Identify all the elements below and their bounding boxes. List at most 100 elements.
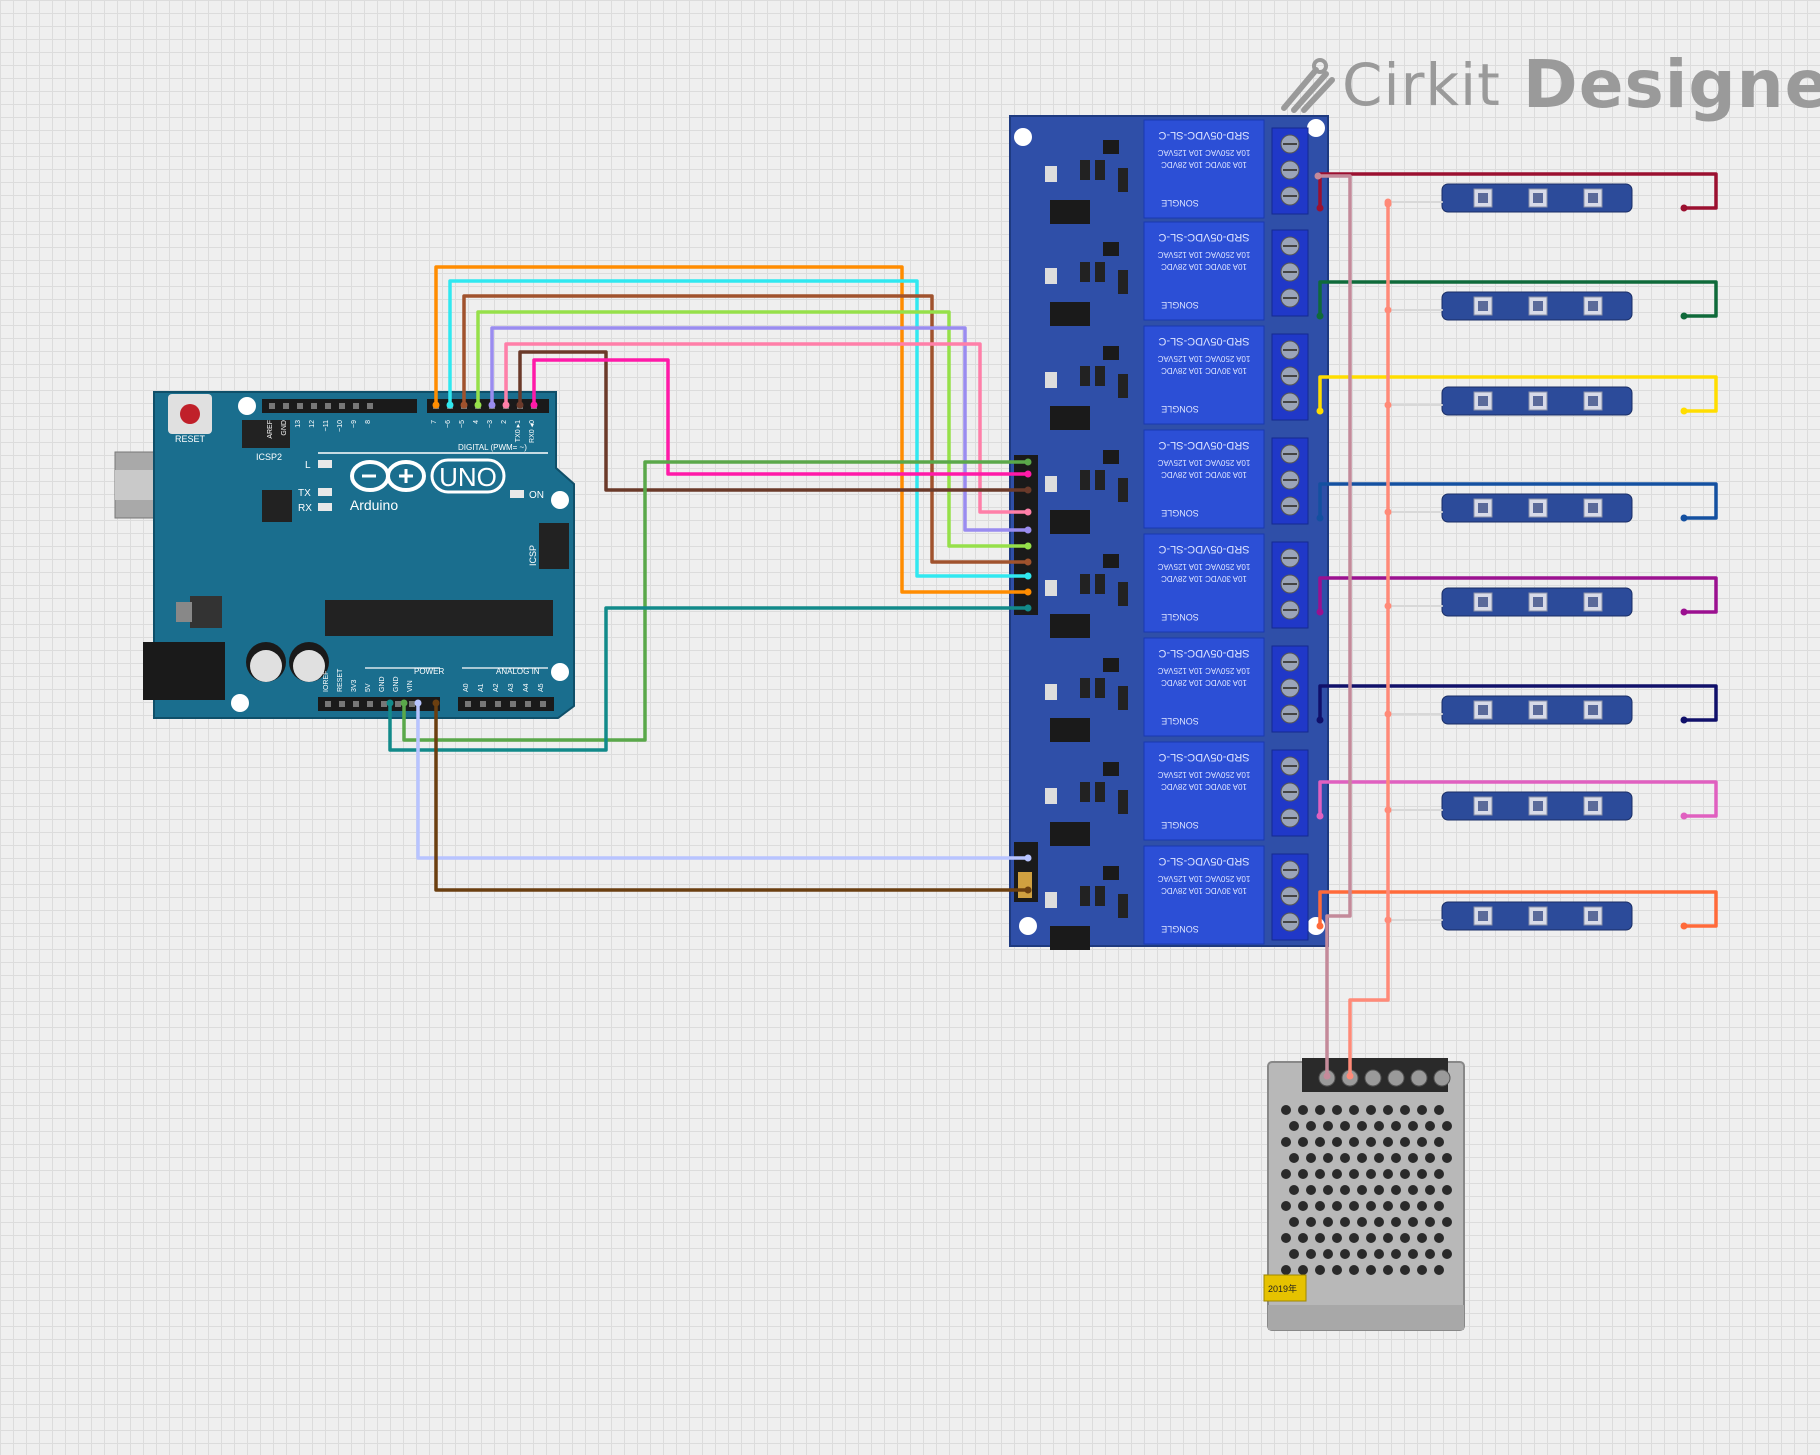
uno-label: UNO — [439, 462, 497, 492]
header-pin[interactable] — [367, 701, 373, 707]
vent-hole — [1425, 1121, 1435, 1131]
voltage-regulator — [190, 596, 222, 628]
psu-sticker-text: 2019年 — [1268, 1283, 1297, 1294]
header-pin[interactable] — [339, 701, 345, 707]
header-pin[interactable] — [510, 701, 516, 707]
junction — [1384, 916, 1392, 924]
vent-hole — [1298, 1201, 1308, 1211]
vent-hole — [1340, 1249, 1350, 1259]
relay-brand: SONGLE — [1161, 508, 1199, 518]
vent-hole — [1400, 1105, 1410, 1115]
analog-label: ANALOG IN — [496, 667, 540, 676]
optocoupler — [1050, 822, 1090, 846]
wire-endpoint — [1024, 886, 1032, 894]
relay-rating-1: 10A 250VAC 10A 125VAC — [1157, 250, 1250, 259]
header-pin[interactable] — [311, 403, 317, 409]
pin-label: RESET — [337, 668, 344, 692]
vent-hole — [1315, 1265, 1325, 1275]
header-pin[interactable] — [339, 403, 345, 409]
header-pin[interactable] — [495, 701, 501, 707]
header-pin[interactable] — [269, 403, 275, 409]
vent-hole — [1417, 1233, 1427, 1243]
psu-terminal-screw-icon[interactable] — [1433, 1069, 1451, 1087]
relay-model: SRD-05VDC-SL-C — [1158, 647, 1249, 659]
vent-hole — [1340, 1217, 1350, 1227]
reset-button-cap[interactable] — [180, 404, 200, 424]
vent-hole — [1383, 1105, 1393, 1115]
header-pin[interactable] — [283, 403, 289, 409]
optocoupler — [1050, 926, 1090, 950]
regulator-tab — [176, 602, 192, 622]
vent-hole — [1434, 1265, 1444, 1275]
pin-label: VIN — [407, 680, 414, 692]
header-pin[interactable] — [325, 701, 331, 707]
vent-hole — [1391, 1121, 1401, 1131]
header-pin[interactable] — [525, 701, 531, 707]
pin-label: ~9 — [351, 420, 358, 428]
header-pin[interactable] — [297, 403, 303, 409]
header-pin[interactable] — [325, 403, 331, 409]
relay-model: SRD-05VDC-SL-C — [1158, 543, 1249, 555]
vent-hole — [1357, 1153, 1367, 1163]
wire-endpoint — [1024, 604, 1032, 612]
capacitor-top — [250, 650, 282, 682]
relay-brand: SONGLE — [1161, 198, 1199, 208]
signal-wire — [532, 358, 1030, 476]
mounting-hole — [1014, 128, 1032, 146]
power-label: POWER — [414, 667, 444, 676]
rx-label: RX — [298, 503, 312, 514]
wire-endpoint — [1024, 572, 1032, 580]
optocoupler — [1050, 718, 1090, 742]
led-chip-die — [1533, 705, 1543, 715]
vent-hole — [1425, 1249, 1435, 1259]
header-pin[interactable] — [381, 701, 387, 707]
relay-rating-1: 10A 250VAC 10A 125VAC — [1157, 354, 1250, 363]
vent-hole — [1281, 1169, 1291, 1179]
relay-model: SRD-05VDC-SL-C — [1158, 439, 1249, 451]
resistor — [1080, 160, 1090, 180]
vent-hole — [1289, 1153, 1299, 1163]
vent-hole — [1434, 1201, 1444, 1211]
header-pin[interactable] — [353, 701, 359, 707]
psu-terminal-screw-icon[interactable] — [1387, 1069, 1405, 1087]
icsp-label: ICSP — [528, 545, 538, 566]
header-pin[interactable] — [353, 403, 359, 409]
pin-label: 12 — [309, 420, 316, 428]
psu-terminal-screw-icon[interactable] — [1410, 1069, 1428, 1087]
header-pin[interactable] — [409, 701, 415, 707]
led-chip-die — [1478, 597, 1488, 607]
header-pin[interactable] — [540, 701, 546, 707]
capacitor-top — [293, 650, 325, 682]
vent-hole — [1417, 1265, 1427, 1275]
header-pin[interactable] — [465, 701, 471, 707]
pin-label: IOREF — [323, 671, 330, 692]
power-supply-unit[interactable]: 2019年 — [1263, 1058, 1465, 1331]
vent-hole — [1323, 1249, 1333, 1259]
resistor — [1095, 678, 1105, 698]
relay-model: SRD-05VDC-SL-C — [1158, 751, 1249, 763]
brand-word-2: Designer — [1522, 46, 1820, 123]
signal-wire — [518, 350, 1030, 492]
wire-endpoint — [1024, 588, 1032, 596]
junction — [1384, 401, 1392, 409]
psu-terminal-screw-icon[interactable] — [1364, 1069, 1382, 1087]
junction — [1384, 306, 1392, 314]
vent-hole — [1315, 1169, 1325, 1179]
header-pin[interactable] — [367, 403, 373, 409]
header-pin[interactable] — [480, 701, 486, 707]
vent-hole — [1374, 1217, 1384, 1227]
header-pin[interactable] — [395, 701, 401, 707]
led-wire — [1318, 890, 1718, 928]
led-wire — [1318, 280, 1718, 318]
vent-hole — [1434, 1105, 1444, 1115]
